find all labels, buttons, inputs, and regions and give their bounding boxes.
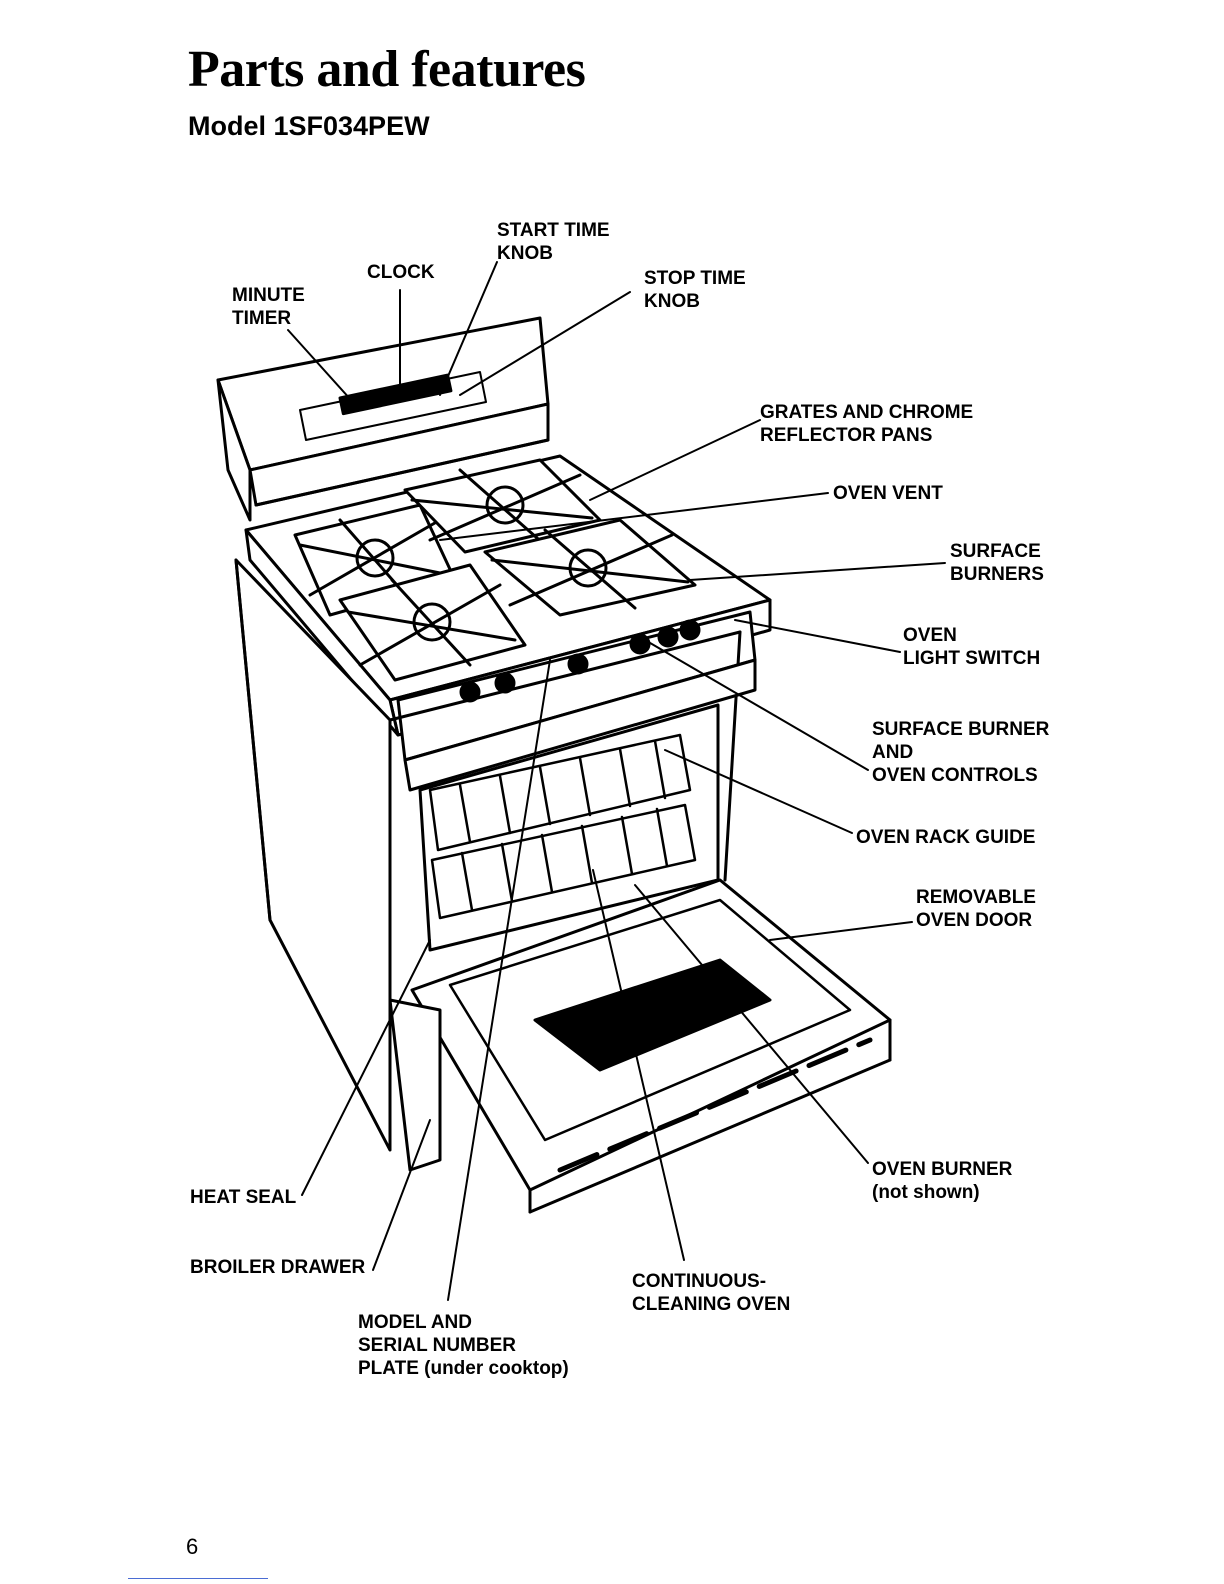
label-broiler-drawer: BROILER DRAWER xyxy=(190,1257,366,1278)
leader-oven-burner xyxy=(634,884,869,1164)
leader-model-plate xyxy=(447,659,551,1301)
cabinet xyxy=(234,558,757,1152)
oven-door xyxy=(410,878,892,1214)
lower-rack xyxy=(430,803,697,920)
label-surface-burners: SURFACE BURNERS xyxy=(950,541,1044,585)
leader-oven-door xyxy=(769,921,913,941)
backguard xyxy=(216,316,550,522)
broiler-drawer xyxy=(388,998,442,1172)
label-model-plate: MODEL AND SERIAL NUMBER PLATE (under coo… xyxy=(358,1312,569,1379)
label-heat-seal: HEAT SEAL xyxy=(190,1187,297,1208)
leader-grates xyxy=(589,419,761,501)
label-grates-pans: GRATES AND CHROME REFLECTOR PANS xyxy=(760,402,974,446)
leader-surface-burners xyxy=(689,562,946,581)
label-oven-door: REMOVABLE OVEN DOOR xyxy=(916,887,1036,931)
label-clock: CLOCK xyxy=(367,262,435,283)
leader-lines xyxy=(287,261,946,1301)
leader-heat-seal xyxy=(301,939,431,1196)
leader-light-switch xyxy=(734,619,901,653)
leader-minute-timer xyxy=(287,329,361,411)
leader-oven-vent xyxy=(439,492,829,541)
page-number: 6 xyxy=(186,1534,199,1559)
footer-rule xyxy=(128,1578,268,1579)
model-number: Model 1SF034PEW xyxy=(188,111,430,141)
label-continuous-cleaning: CONTINUOUS- CLEANING OVEN xyxy=(632,1271,791,1315)
grate-right-front xyxy=(483,518,697,617)
label-oven-vent: OVEN VENT xyxy=(833,483,943,504)
label-minute-timer: MINUTE TIMER xyxy=(232,285,305,329)
label-rack-guide: OVEN RACK GUIDE xyxy=(856,827,1036,848)
leader-continuous xyxy=(592,869,685,1261)
label-oven-burner: OVEN BURNER (not shown) xyxy=(872,1159,1013,1203)
label-oven-light-switch: OVEN LIGHT SWITCH xyxy=(903,625,1041,669)
label-controls: SURFACE BURNER AND OVEN CONTROLS xyxy=(872,719,1050,786)
label-start-time-knob: START TIME KNOB xyxy=(497,220,610,264)
leader-broiler xyxy=(372,1119,431,1271)
leader-controls xyxy=(644,639,869,771)
upper-rack xyxy=(428,733,692,852)
leader-start-time xyxy=(439,261,498,396)
grate-left-front xyxy=(338,563,527,682)
leader-stop-time xyxy=(459,291,631,396)
leader-rack-guide xyxy=(664,749,853,834)
page-title: Parts and features xyxy=(188,41,586,98)
label-stop-time-knob: STOP TIME KNOB xyxy=(644,268,746,312)
